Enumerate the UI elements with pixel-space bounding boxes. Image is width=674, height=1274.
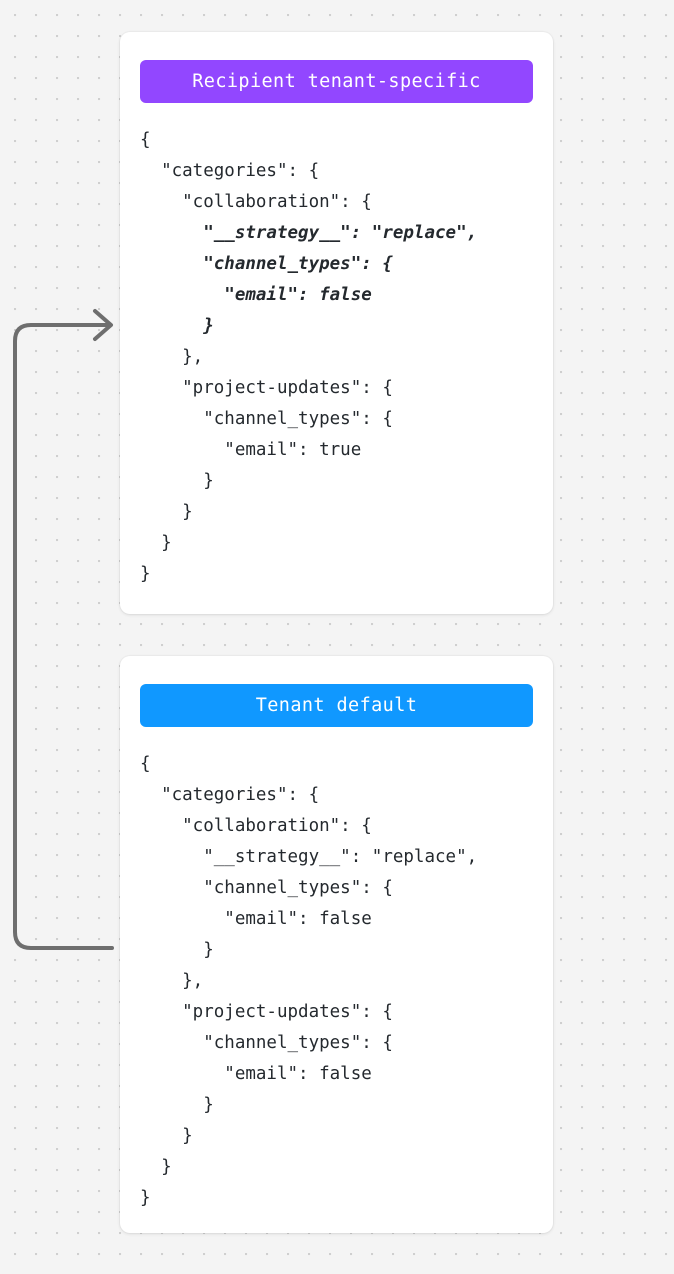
card-header-tenant-default: Tenant default (140, 684, 533, 727)
card-recipient-tenant-specific: Recipient tenant-specific { "categories"… (120, 32, 553, 614)
code-line: } (140, 564, 151, 584)
code-line: "email": true (140, 440, 362, 460)
arrow-path (13, 323, 114, 950)
code-line: } (140, 940, 214, 960)
card-tenant-default: Tenant default { "categories": { "collab… (120, 656, 553, 1233)
code-line: } (140, 316, 214, 336)
code-line: } (140, 1188, 151, 1208)
code-line: "channel_types": { (140, 878, 393, 898)
code-line: "categories": { (140, 785, 320, 805)
card-header-recipient-tenant-specific: Recipient tenant-specific (140, 60, 533, 103)
code-line: "collaboration": { (140, 192, 372, 212)
arrow-head-icon (93, 309, 113, 341)
code-line: { (140, 130, 151, 150)
code-line: "project-updates": { (140, 378, 393, 398)
code-line: } (140, 1157, 172, 1177)
code-block-tenant-default: { "categories": { "collaboration": { "__… (140, 749, 533, 1214)
code-line: "channel_types": { (140, 409, 393, 429)
code-line: "project-updates": { (140, 1002, 393, 1022)
inheritance-arrow (13, 309, 114, 950)
code-line: "email": false (140, 285, 372, 305)
code-line: "channel_types": { (140, 254, 393, 274)
code-line: }, (140, 971, 204, 991)
code-line: } (140, 502, 193, 522)
code-line: }, (140, 347, 204, 367)
code-block-recipient-tenant-specific: { "categories": { "collaboration": { "__… (140, 125, 533, 590)
code-line: "__strategy__": "replace", (140, 847, 478, 867)
code-line: "__strategy__": "replace", (140, 223, 478, 243)
code-line: } (140, 1095, 214, 1115)
code-line: "collaboration": { (140, 816, 372, 836)
code-line: "email": false (140, 1064, 372, 1084)
code-line: "email": false (140, 909, 372, 929)
code-line: "categories": { (140, 161, 320, 181)
code-line: } (140, 471, 214, 491)
code-line: } (140, 533, 172, 553)
code-line: { (140, 754, 151, 774)
code-line: "channel_types": { (140, 1033, 393, 1053)
code-line: } (140, 1126, 193, 1146)
